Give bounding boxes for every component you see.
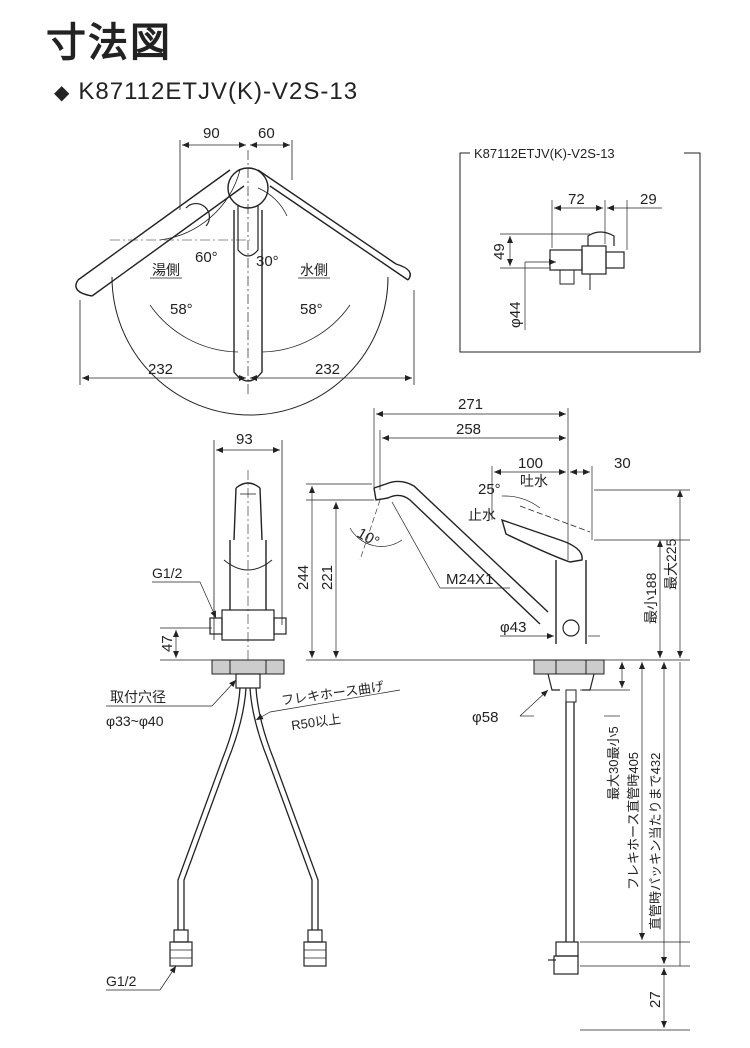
side-dim-100: 100: [518, 455, 543, 472]
model-heading: ◆ K87112ETJV(K)-V2S-13: [54, 78, 358, 106]
max-225-label: 最大225: [663, 538, 679, 590]
cold-side-label: 水側: [300, 262, 328, 278]
hose-bend-radius: R50以上: [290, 711, 341, 733]
width-232-right: 232: [315, 361, 340, 378]
front-dim-93: 93: [236, 431, 253, 448]
max-30-min-5-label: 最大30最小5: [606, 726, 621, 800]
hole-diameter-range: φ33~φ40: [106, 713, 164, 729]
page-title: 寸法図: [46, 20, 172, 66]
straight-packing-432-label: 直管時パッキン当たりまで432: [648, 753, 663, 930]
side-view: [306, 408, 690, 1031]
hose-straight-405-label: フレキホース直管時405: [626, 752, 641, 890]
angle-30-label: 30°: [256, 253, 279, 270]
inset-dim-29: 29: [640, 191, 657, 208]
angle-25-label: 25°: [478, 481, 501, 498]
inset-title: K87112ETJV(K)-V2S-13: [474, 146, 615, 161]
hose-bend-label: フレキホース曲げ: [280, 679, 384, 708]
top-view: [75, 140, 415, 416]
side-dim-phi43: φ43: [500, 619, 526, 636]
side-dim-258: 258: [456, 421, 481, 438]
inset-dim-49: 49: [491, 243, 508, 260]
inset-dim-72: 72: [568, 191, 585, 208]
angle-10-label: 10°: [354, 525, 382, 551]
top-dim-90: 90: [203, 125, 220, 142]
side-dim-phi58: φ58: [472, 709, 498, 726]
inset-box: [459, 152, 701, 353]
thread-top-label: G1/2: [152, 565, 183, 581]
thread-m24-label: M24X1: [446, 571, 494, 588]
inset-dim-phi44: φ44: [507, 302, 524, 328]
angle-60-label: 60°: [195, 249, 218, 266]
angle-58-right-label: 58°: [300, 301, 323, 318]
min-188-label: 最小188: [643, 572, 659, 624]
hole-diameter-label: 取付穴径: [110, 689, 166, 705]
side-dim-27: 27: [647, 991, 664, 1008]
top-dim-60: 60: [258, 125, 275, 142]
width-232-left: 232: [148, 361, 173, 378]
model-number: K87112ETJV(K)-V2S-13: [78, 78, 359, 105]
angle-58-left-label: 58°: [170, 301, 193, 318]
front-dim-47: 47: [159, 635, 176, 652]
side-dim-271: 271: [458, 396, 483, 413]
water-out-label: 吐水: [520, 473, 548, 489]
side-dim-30: 30: [614, 455, 631, 472]
thread-bottom-label: G1/2: [106, 973, 137, 989]
water-stop-label: 止水: [468, 507, 496, 523]
bullet-diamond-icon: ◆: [54, 82, 71, 104]
side-dim-221: 221: [319, 565, 336, 590]
front-view: [106, 440, 401, 991]
side-dim-244: 244: [295, 565, 312, 590]
hot-side-label: 湯側: [152, 262, 180, 278]
